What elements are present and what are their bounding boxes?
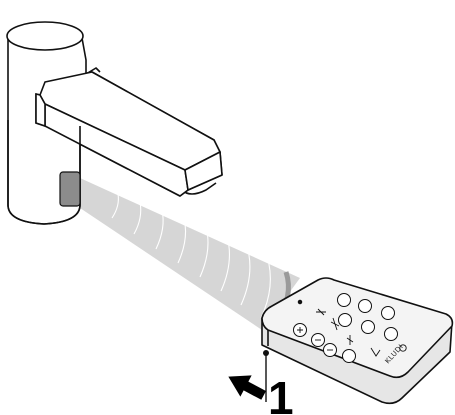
faucet-top [6,21,84,51]
power-icon [370,347,381,357]
beam-cone [80,178,300,330]
faucet-body-outline [7,120,81,225]
sensor-icon [346,335,354,345]
callout: 1 [228,353,294,415]
remote-button [338,313,352,327]
drop-icon [316,308,326,316]
remote-pictograms [297,299,381,357]
remote-button [384,327,398,341]
remote-led-icon [297,299,303,305]
remote-face [261,277,454,379]
remote-button [342,349,356,363]
remote-button [358,299,372,313]
remote-button [381,306,395,320]
spray-icon [330,317,340,331]
remote-control [261,277,454,405]
infrared-beam [80,178,300,330]
remote-buttons [293,293,398,363]
remote-brand-logo-icon [399,344,407,352]
remote-button [337,293,351,307]
remote-button [361,320,375,334]
infrared-sensor-window [59,171,81,207]
callout-number: 1 [268,372,294,415]
remote-button-glyphs [297,327,333,351]
callout-arrow [228,375,267,400]
beam-wave-arcs [111,193,271,319]
